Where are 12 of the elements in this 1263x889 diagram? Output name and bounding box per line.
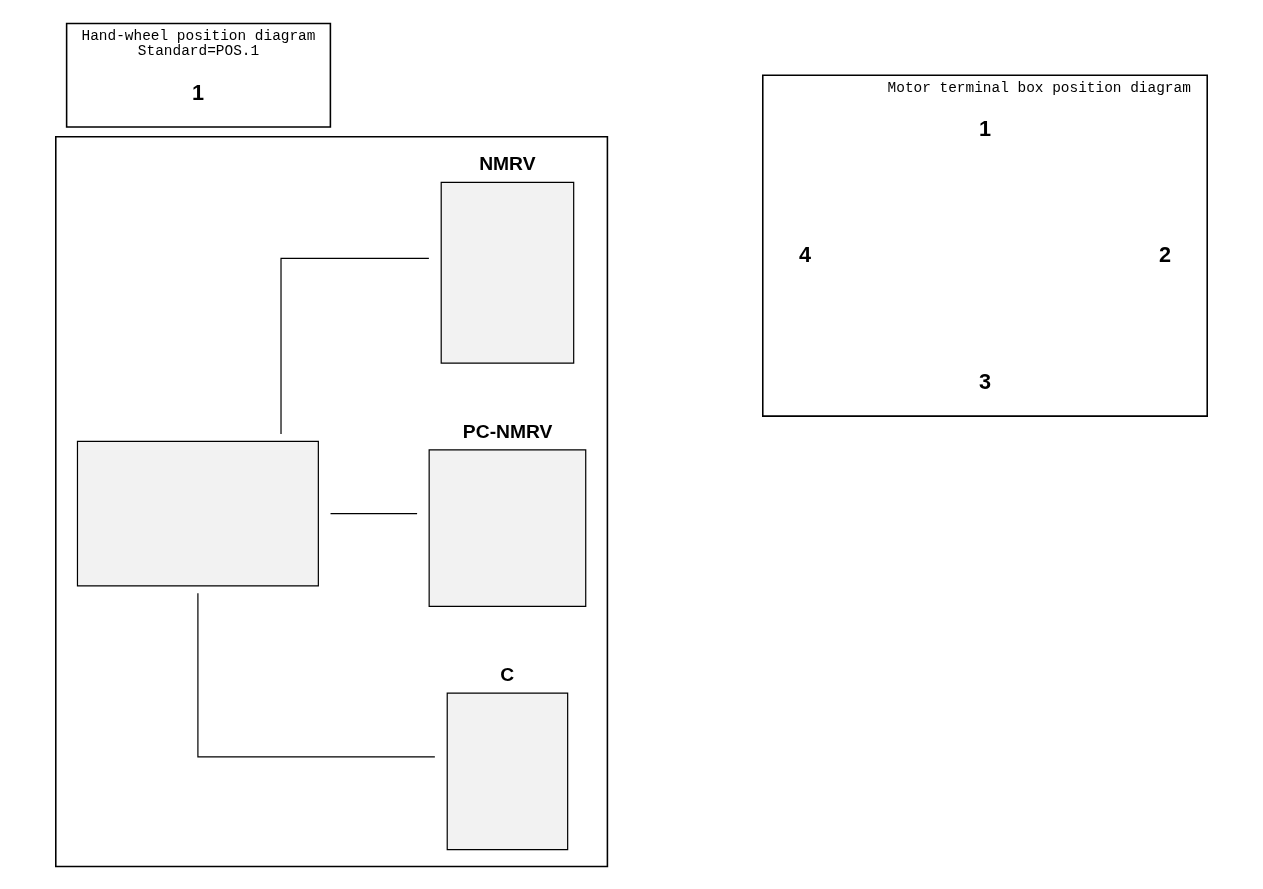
- node-label: NMRV: [479, 152, 536, 174]
- connector: [280, 257, 430, 434]
- connector: [197, 592, 436, 758]
- cluster: [55, 135, 609, 867]
- node-label: C: [500, 663, 515, 685]
- node-label: PC-NMRV: [462, 420, 553, 442]
- label: 3: [978, 368, 992, 394]
- label: 2: [1159, 241, 1172, 267]
- label: 1: [191, 79, 204, 105]
- label: 4: [798, 241, 811, 267]
- connector: [329, 512, 418, 514]
- label: 1: [978, 115, 992, 141]
